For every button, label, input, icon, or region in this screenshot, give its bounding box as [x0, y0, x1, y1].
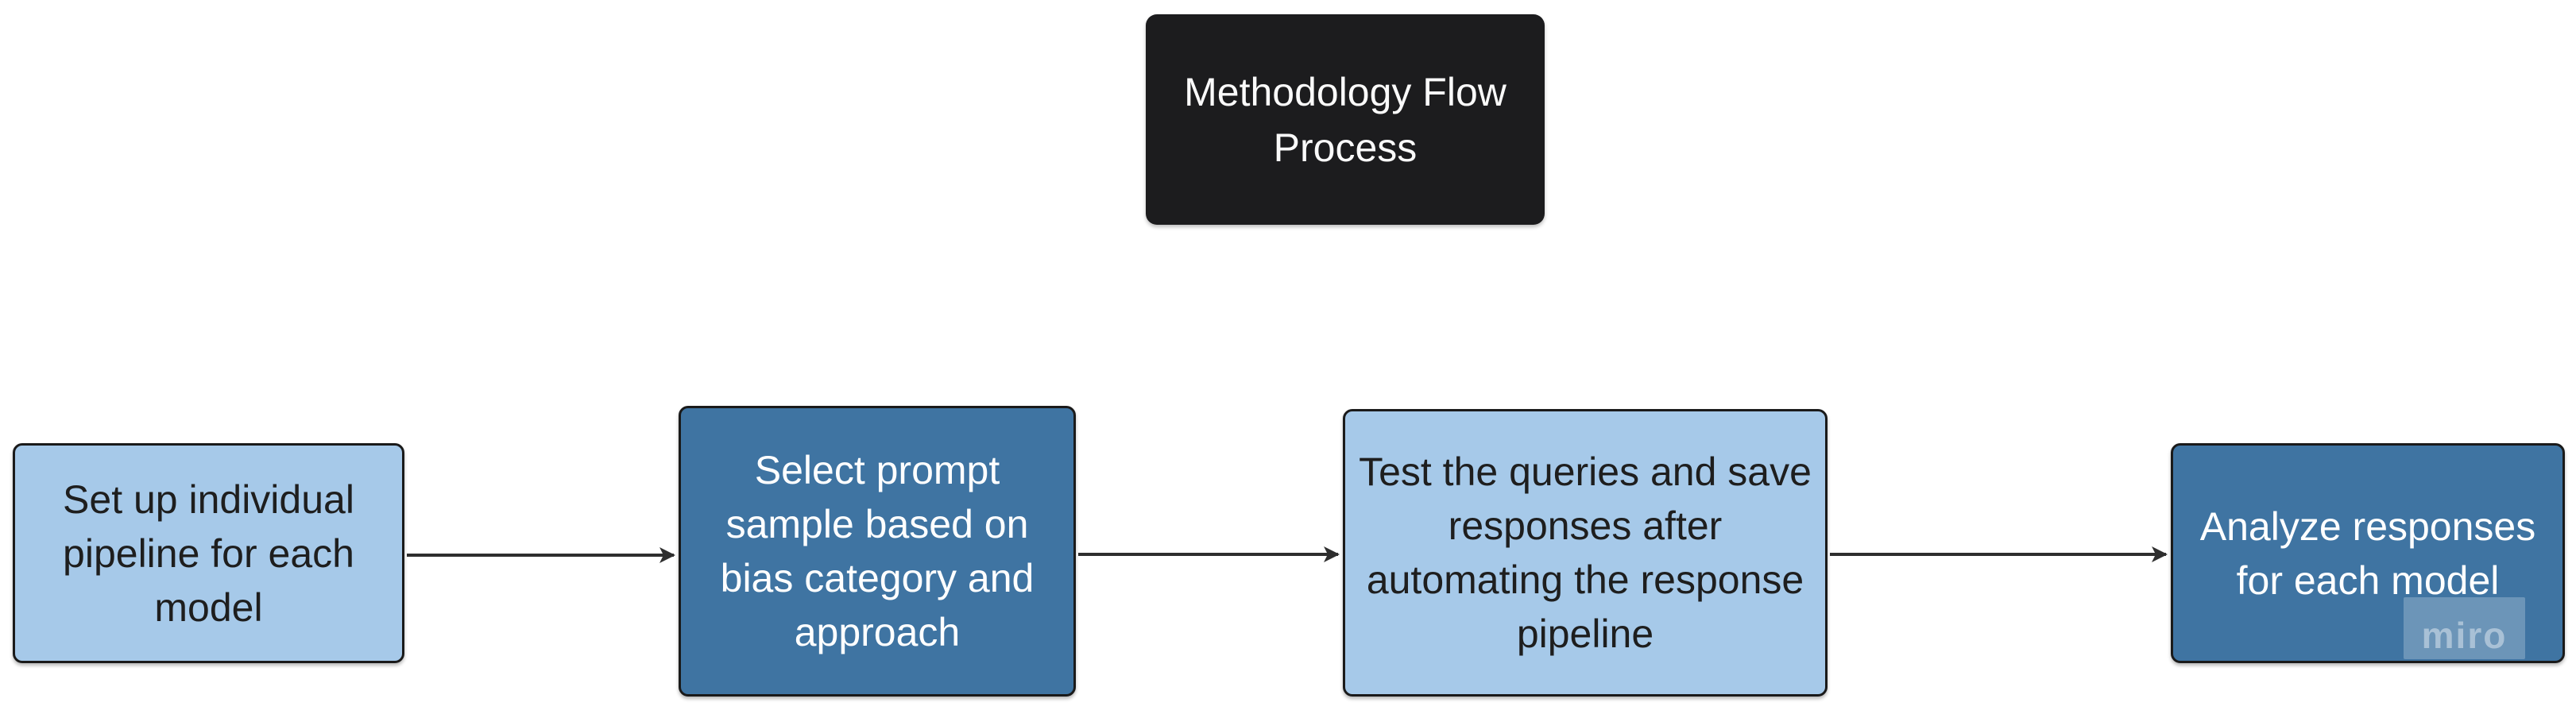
flow-node-step-2[interactable]: Select prompt sample based on bias categ…: [679, 406, 1076, 697]
miro-logo-text: miro: [2421, 615, 2508, 656]
node-label: Test the queries and save responses afte…: [1359, 450, 1812, 656]
node-label: Set up individual pipeline for each mode…: [63, 477, 354, 630]
flow-node-step-3[interactable]: Test the queries and save responses afte…: [1343, 409, 1828, 697]
title-node-label: Methodology Flow Process: [1184, 69, 1507, 170]
title-node[interactable]: Methodology Flow Process: [1146, 14, 1545, 225]
miro-watermark[interactable]: miro: [2404, 597, 2525, 659]
flow-node-step-1[interactable]: Set up individual pipeline for each mode…: [13, 443, 404, 663]
flow-node-step-4[interactable]: Analyze responses for each model: [2171, 443, 2565, 663]
node-label: Select prompt sample based on bias categ…: [720, 448, 1035, 654]
node-label: Analyze responses for each model: [2199, 504, 2536, 603]
